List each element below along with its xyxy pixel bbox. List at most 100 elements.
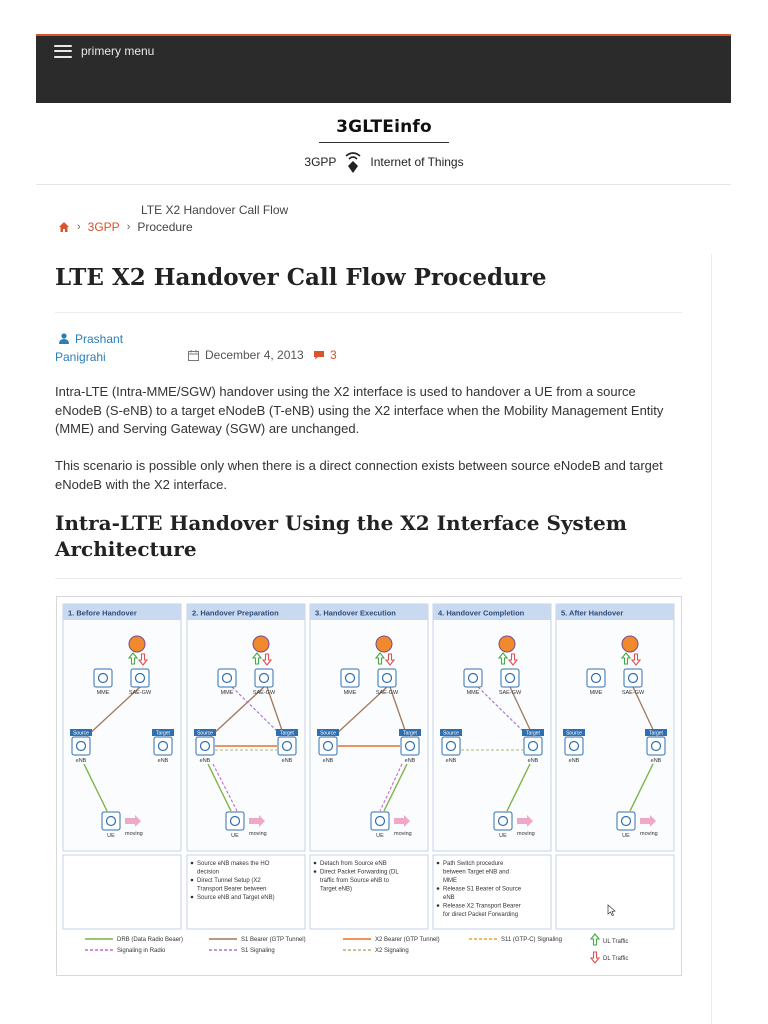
panel-3-target-tag: Target bbox=[403, 731, 418, 737]
panel-3-source-tag: Source bbox=[320, 731, 336, 737]
breadcrumb-link-3gpp[interactable]: 3GPP bbox=[87, 220, 120, 234]
panel-3-sgw-node: SAE-GW bbox=[376, 668, 399, 696]
panel-4-source-tag-bg bbox=[440, 729, 462, 736]
panel-4-target-enb-node-glyph bbox=[527, 740, 539, 752]
panel-5-title: 5. After Handover bbox=[561, 609, 623, 618]
panel-2-note-line-3: Transport Bearer between bbox=[197, 887, 266, 893]
panel-4-source-tag: Source bbox=[443, 731, 459, 737]
panel-3-note-line-1: Direct Packet Forwarding (DL bbox=[320, 870, 399, 876]
panel-4-note-line-3: Release S1 Bearer of Source bbox=[443, 887, 522, 893]
panel-3-title: 3. Handover Execution bbox=[315, 609, 396, 618]
panel-5-frame bbox=[555, 603, 675, 852]
author-last-name[interactable]: Panigrahi bbox=[55, 350, 106, 364]
sidebar-divider bbox=[711, 254, 712, 1024]
panel-4-target-tag: Target bbox=[526, 731, 541, 737]
hamburger-icon bbox=[54, 44, 72, 58]
panel-3-mme-node: MME bbox=[340, 668, 360, 696]
panel-4-notes-frame bbox=[432, 854, 552, 930]
primary-menu-button[interactable]: primery menu bbox=[54, 44, 154, 58]
panel-3-source-enb-node-glyph bbox=[322, 740, 334, 752]
breadcrumb-page: Procedure bbox=[137, 220, 193, 234]
panel-1-source-tag-bg bbox=[70, 729, 92, 736]
primary-menu-label: primery menu bbox=[81, 44, 155, 58]
panel-2-mme-node-glyph bbox=[221, 672, 233, 684]
scenario-paragraph: This scenario is possible only when ther… bbox=[55, 458, 663, 492]
legend-x2s-label: X2 Signaling bbox=[375, 948, 409, 954]
panel-3-source-tag-bg bbox=[317, 729, 339, 736]
comment-count[interactable]: 3 bbox=[330, 348, 337, 362]
legend-radio-label: Signaling in Radio bbox=[117, 948, 166, 954]
legend-dl-label: DL Traffic bbox=[603, 956, 628, 962]
panel-3-source-enb-node: eNB bbox=[318, 736, 338, 764]
home-icon[interactable] bbox=[58, 221, 70, 233]
panel-1-moving-arrow bbox=[125, 815, 141, 827]
tagline-left: 3GPP bbox=[304, 155, 337, 169]
panel-1-source-tag: Source bbox=[73, 731, 89, 737]
panel-1-sgw-node: SAE-GW bbox=[129, 668, 152, 696]
panel-3-frame bbox=[309, 603, 429, 852]
intro-paragraph: Intra-LTE (Intra-MME/SGW) handover using… bbox=[55, 384, 664, 436]
panel-2-header bbox=[187, 604, 305, 620]
panel-4-internet-globe bbox=[498, 635, 516, 653]
panel-2-target-enb-node: eNB bbox=[277, 736, 297, 764]
panel-5-source-enb-node-label: eNB bbox=[569, 758, 580, 764]
panel-5-ue-node: UE bbox=[616, 811, 636, 839]
panel-3-source-enb-node-label: eNB bbox=[323, 758, 334, 764]
panel-3-target-enb-node-glyph bbox=[404, 740, 416, 752]
panel-2-ul-arrow bbox=[251, 652, 263, 665]
site-title[interactable]: 3GLTEinfo bbox=[336, 117, 432, 137]
panel-2-note-bullet-0 bbox=[190, 861, 194, 865]
panel-4-target-enb-node: eNB bbox=[523, 736, 543, 764]
panel-1-source-enb-node-label: eNB bbox=[76, 758, 87, 764]
panel-1-target-tag-bg bbox=[152, 729, 174, 736]
panel-5-source-tag-bg bbox=[563, 729, 585, 736]
panel-1-mme-node-glyph bbox=[97, 672, 109, 684]
panel-4-frame bbox=[432, 603, 552, 852]
panel-4-ue-node-glyph bbox=[497, 815, 509, 827]
panel-5-mme-node-label: MME bbox=[590, 690, 603, 696]
panel-4-source-enb-node: eNB bbox=[441, 736, 461, 764]
panel-4-ul-arrow bbox=[497, 652, 509, 665]
chevron-right-icon: › bbox=[126, 221, 131, 233]
panel-5-moving-arrow bbox=[640, 815, 656, 827]
panel-2-notes-frame bbox=[186, 854, 306, 930]
page-title: LTE X2 Handover Call Flow Procedure bbox=[55, 264, 547, 291]
panel-3-target-tag-bg bbox=[399, 729, 421, 736]
panel-1-title: 1. Before Handover bbox=[68, 609, 137, 618]
comment-icon bbox=[314, 351, 324, 360]
panel-4-note-bullet-5 bbox=[436, 904, 440, 907]
panel-1-moving-label: moving bbox=[125, 831, 143, 837]
panel-4-sgw-node-box bbox=[500, 668, 520, 688]
iot-device-icon bbox=[345, 152, 361, 173]
panel-4-sgw-node-label: SAE-GW bbox=[499, 690, 522, 696]
top-navigation-bar: primery menu bbox=[36, 34, 731, 103]
panel-4-s1-signaling bbox=[477, 686, 529, 737]
panel-1-target-enb-node-box bbox=[153, 736, 173, 756]
title-divider bbox=[55, 312, 682, 313]
panel-3-note-line-3: Target eNB) bbox=[320, 887, 352, 893]
panel-2-note-line-0: Source eNB makes the HO bbox=[197, 861, 270, 867]
panel-5-mme-node-box bbox=[586, 668, 606, 688]
panel-5-s1-bearer-target bbox=[632, 686, 657, 737]
panel-5-target-tag-bg bbox=[645, 729, 667, 736]
panel-2-s1-bearer-target bbox=[266, 686, 285, 737]
panel-2-ue-node-label: UE bbox=[231, 833, 239, 839]
post-author[interactable]: Prashant Panigrahi bbox=[55, 330, 123, 366]
panel-2-sgw-node: SAE-GW bbox=[253, 668, 276, 696]
panel-3-target-enb-node: eNB bbox=[400, 736, 420, 764]
panel-4-sgw-node: SAE-GW bbox=[499, 668, 522, 696]
panel-4-ue-node-box bbox=[493, 811, 513, 831]
site-branding[interactable]: 3GLTEinfo 3GPP Internet of Things bbox=[0, 117, 768, 174]
panel-5-target-enb-node-glyph bbox=[650, 740, 662, 752]
panel-2-source-enb-node-box bbox=[195, 736, 215, 756]
section-heading: Intra-LTE Handover Using the X2 Interfac… bbox=[55, 511, 627, 561]
panel-2-moving-arrow bbox=[249, 815, 265, 827]
comments-link[interactable]: 3 bbox=[313, 348, 337, 362]
panel-1-drb bbox=[83, 763, 108, 812]
panel-2-note-bullet-2 bbox=[190, 878, 194, 882]
panel-5-mme-node-glyph bbox=[590, 672, 602, 684]
panel-1-header bbox=[63, 604, 181, 620]
panel-5-sgw-node: SAE-GW bbox=[622, 668, 645, 696]
panel-1-target-tag: Target bbox=[156, 731, 171, 737]
author-first-name[interactable]: Prashant bbox=[75, 332, 124, 346]
